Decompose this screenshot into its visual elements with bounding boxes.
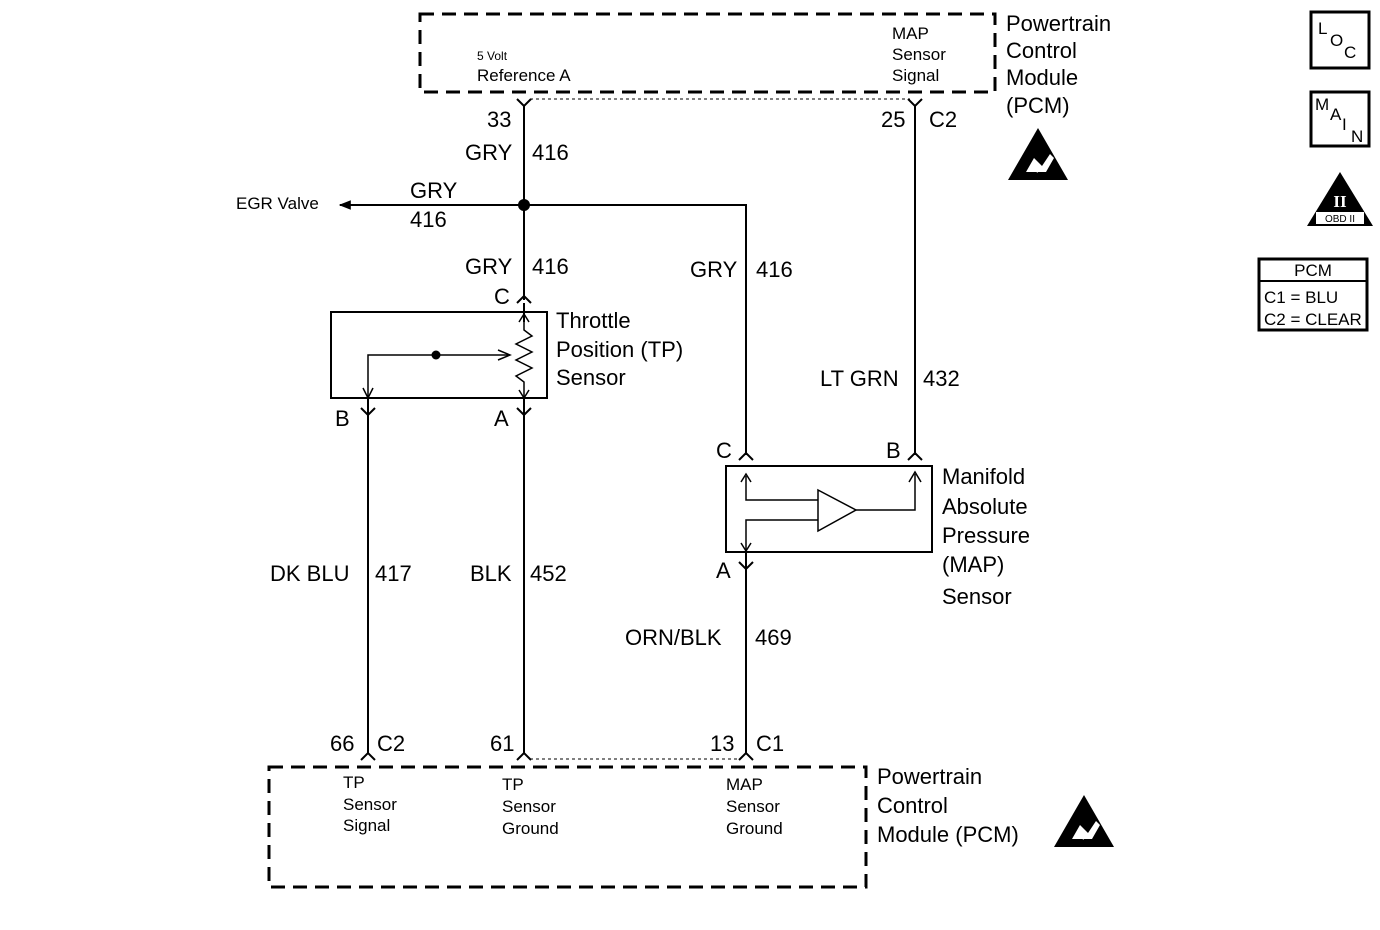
pcm-top-title-line1: Powertrain: [1006, 11, 1111, 36]
tp-title-line1: Throttle: [556, 308, 631, 333]
tp-signal-line3: Signal: [343, 816, 390, 835]
tp-ground-line3: Ground: [502, 819, 559, 838]
esd-warning-icon: [1007, 127, 1069, 181]
wire-gry-416-map: [524, 204, 747, 455]
wire-ltgrn-num: 432: [923, 366, 960, 391]
loc-letter-c: C: [1344, 43, 1356, 62]
wire-ltgrn-color: LT GRN: [820, 366, 899, 391]
pin-66-terminal-icon: [360, 751, 376, 761]
pcm-top-title-line4: (PCM): [1006, 93, 1070, 118]
pcm-bottom-title-line1: Powertrain: [877, 764, 982, 789]
pin-25-connector: C2: [929, 107, 957, 132]
wire-gry-tp-color: GRY: [465, 254, 513, 279]
pin-66-label: 66: [330, 731, 354, 756]
main-letter-a: A: [1330, 105, 1342, 124]
obd-ii-icon[interactable]: II OBD II: [1307, 172, 1373, 226]
wire-gry-tp-num: 416: [532, 254, 569, 279]
loc-letter-l: L: [1318, 19, 1327, 38]
tp-wiper-line: [367, 354, 508, 398]
loc-icon[interactable]: L O C: [1309, 10, 1371, 70]
wire-gry-map-color: GRY: [690, 257, 738, 282]
main-letter-n: N: [1351, 127, 1363, 146]
map-amplifier-icon: [817, 488, 858, 533]
wire-blk-num: 452: [530, 561, 567, 586]
egr-valve-label: EGR Valve: [236, 194, 319, 213]
tp-signal-line2: Sensor: [343, 795, 397, 814]
map-title-line3: Pressure: [942, 523, 1030, 548]
pin-61-terminal-icon: [516, 751, 532, 761]
tp-title-line3: Sensor: [556, 365, 626, 390]
map-pin-b-terminal-icon: [907, 451, 923, 461]
map-title-line5: Sensor: [942, 584, 1012, 609]
esd-warning-icon: [1053, 794, 1115, 848]
wire-gry-top-color: GRY: [465, 140, 513, 165]
tp-pin-c-label: C: [494, 284, 510, 309]
tp-pin-b-label: B: [335, 406, 350, 431]
map-ground-line1: MAP: [726, 775, 763, 794]
map-ground-line3: Ground: [726, 819, 783, 838]
wire-ornblk-num: 469: [755, 625, 792, 650]
map-title-line4: (MAP): [942, 552, 1004, 577]
pin-25-label: 25: [881, 107, 905, 132]
pcm-top-map-line2: Sensor: [892, 45, 946, 64]
tp-pin-c-terminal-icon: [516, 294, 532, 304]
pcm-connector-legend: PCM C1 = BLU C2 = CLEAR: [1257, 257, 1369, 332]
pcm-top-5v-line1: 5 Volt: [477, 49, 508, 63]
tp-signal-line1: TP: [343, 773, 365, 792]
map-sensor: C B Manifold Absolute Pressure (MAP) Sen…: [716, 438, 1030, 609]
pcm-top-map-line3: Signal: [892, 66, 939, 85]
legend-title: PCM: [1294, 261, 1332, 280]
tp-title-line2: Position (TP): [556, 337, 683, 362]
wire-blk-color: BLK: [470, 561, 512, 586]
map-ground-line2: Sensor: [726, 797, 780, 816]
pcm-bottom-title-line3: Module (PCM): [877, 822, 1019, 847]
pcm-top-title-line3: Module: [1006, 65, 1078, 90]
obd-label: OBD II: [1325, 214, 1355, 225]
wire-egr-color: GRY: [410, 178, 458, 203]
pin-33-label: 33: [487, 107, 511, 132]
pin-13-terminal-icon: [738, 751, 754, 761]
wire-gry-map-num: 416: [756, 257, 793, 282]
main-letter-i: I: [1342, 115, 1347, 134]
pcm-bottom-title-line2: Control: [877, 793, 948, 818]
tp-ground-line2: Sensor: [502, 797, 556, 816]
tp-pin-a-label: A: [494, 406, 509, 431]
legend-c2: C2 = CLEAR: [1264, 310, 1362, 329]
obd-numeral: II: [1333, 192, 1347, 211]
wire-dkblu-color: DK BLU: [270, 561, 349, 586]
legend-c1: C1 = BLU: [1264, 288, 1338, 307]
pin-25-terminal-icon: [907, 98, 923, 108]
map-pin-b-label: B: [886, 438, 901, 463]
main-icon[interactable]: M A I N: [1309, 90, 1371, 148]
map-pin-a-label: A: [716, 558, 731, 583]
wire-dkblu-num: 417: [375, 561, 412, 586]
tp-sensor-body: [330, 311, 548, 399]
pcm-top-5v-line2: Reference A: [477, 66, 571, 85]
pin-61-label: 61: [490, 731, 514, 756]
tp-sensor: C Throttle Position (TP) Sensor B A: [330, 284, 683, 431]
tp-ground-line1: TP: [502, 775, 524, 794]
map-pin-c-terminal-icon: [738, 451, 754, 461]
pin-13-connector: C1: [756, 731, 784, 756]
pcm-top-boundary: [418, 12, 997, 94]
wire-egr-num: 416: [410, 207, 447, 232]
pcm-top-module: 5 Volt Reference A MAP Sensor Signal Pow…: [418, 11, 1111, 181]
map-title-line2: Absolute: [942, 494, 1028, 519]
wire-gry-top-num: 416: [532, 140, 569, 165]
wire-ornblk-color: ORN/BLK: [625, 625, 722, 650]
pcm-top-title-line2: Control: [1006, 38, 1077, 63]
pcm-bottom-boundary: [267, 765, 868, 889]
pcm-top-map-line1: MAP: [892, 24, 929, 43]
pin-13-label: 13: [710, 731, 734, 756]
main-letter-m: M: [1315, 95, 1329, 114]
pin-66-connector: C2: [377, 731, 405, 756]
map-sensor-body: [725, 465, 933, 553]
map-title-line1: Manifold: [942, 464, 1025, 489]
pcm-bottom-module: TP Sensor Signal TP Sensor Ground MAP Se…: [267, 764, 1115, 889]
tp-resistor-icon: [514, 322, 534, 402]
pin-33-terminal-icon: [516, 98, 532, 108]
map-pin-c-label: C: [716, 438, 732, 463]
loc-letter-o: O: [1330, 31, 1343, 50]
